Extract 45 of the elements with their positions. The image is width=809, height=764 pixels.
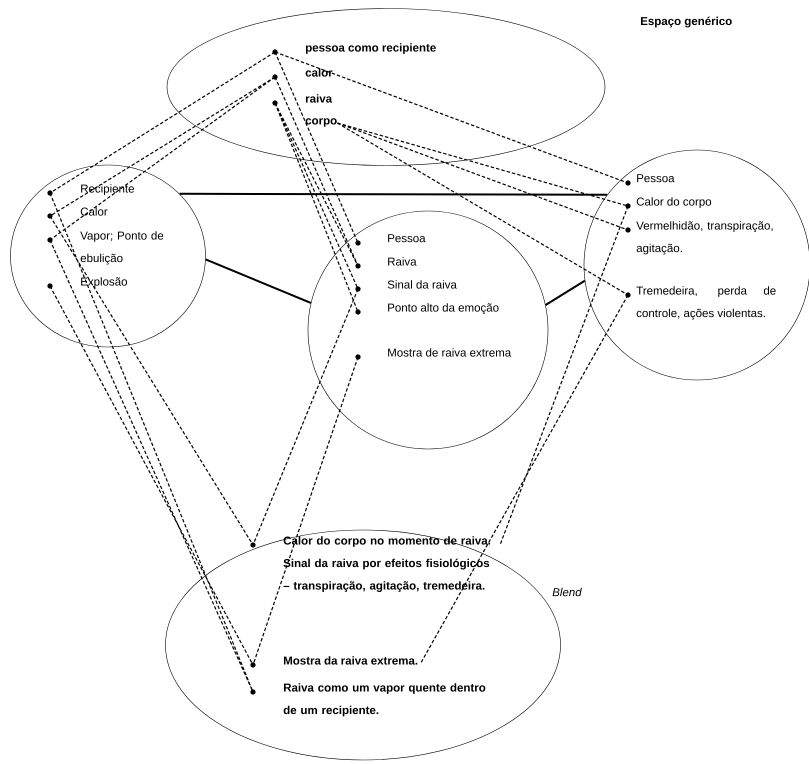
connector-line xyxy=(49,216,254,546)
node-label: Mostra de raiva extrema xyxy=(388,348,512,357)
node-label: Raiva xyxy=(388,257,417,266)
list-item: Ponto alto da emoção xyxy=(355,303,499,315)
connector-line xyxy=(420,294,629,664)
list-item: Raiva xyxy=(355,257,417,269)
node-label: Calor do corpo xyxy=(636,197,712,208)
space-ellipse xyxy=(308,210,548,450)
list-item: Tremedeira, perda de controle, ações violentas. xyxy=(625,286,776,320)
connector-line xyxy=(49,286,254,666)
node-label: Sinal da raiva xyxy=(388,280,457,289)
node-label: Calor xyxy=(80,207,108,216)
list-item: Mostra de raiva extrema xyxy=(355,348,512,360)
list-item: calor xyxy=(272,68,332,80)
list-item: pessoa como recipiente xyxy=(272,43,436,55)
list-item: raiva xyxy=(272,94,332,106)
connector-line xyxy=(500,206,629,544)
list-item: Sinal da raiva xyxy=(355,280,457,292)
list-item: Vermelhidão, transpiração, agitação. xyxy=(625,221,773,254)
connector-line xyxy=(180,192,608,196)
node-label: Espaço genérico xyxy=(640,16,732,28)
list-item: Calor do corpo xyxy=(625,197,712,209)
node-label: Mostra da raiva extrema. xyxy=(284,656,418,665)
node-label: Pessoa xyxy=(388,234,426,242)
node-label: pessoa como recipiente xyxy=(306,43,436,54)
list-item: Pessoa xyxy=(355,234,426,246)
node-label: calor xyxy=(306,68,333,77)
node-label: Pessoa xyxy=(637,174,675,182)
connector-line xyxy=(337,122,628,207)
connector-line xyxy=(274,51,628,184)
node-label: raiva xyxy=(306,94,332,103)
connector-line xyxy=(545,280,586,306)
connector-line xyxy=(274,52,359,244)
list-item: Pessoa xyxy=(625,174,675,186)
list-item: Raiva como um vapor quente dentro de um recipiente. xyxy=(250,683,486,716)
list-item: Calor xyxy=(47,207,108,219)
list-item: Vapor; Ponto de ebulição xyxy=(47,231,164,264)
connector-line xyxy=(252,356,359,666)
node-label: Ponto alto da emoção xyxy=(388,303,499,314)
list-item: Mostra da raiva extrema. xyxy=(250,656,418,668)
connector-line xyxy=(50,52,276,194)
node-label: Vapor; Ponto de ebulição xyxy=(80,231,164,264)
space-ellipse xyxy=(10,164,206,348)
list-item: corpo xyxy=(306,118,337,127)
connector-line xyxy=(205,258,312,304)
